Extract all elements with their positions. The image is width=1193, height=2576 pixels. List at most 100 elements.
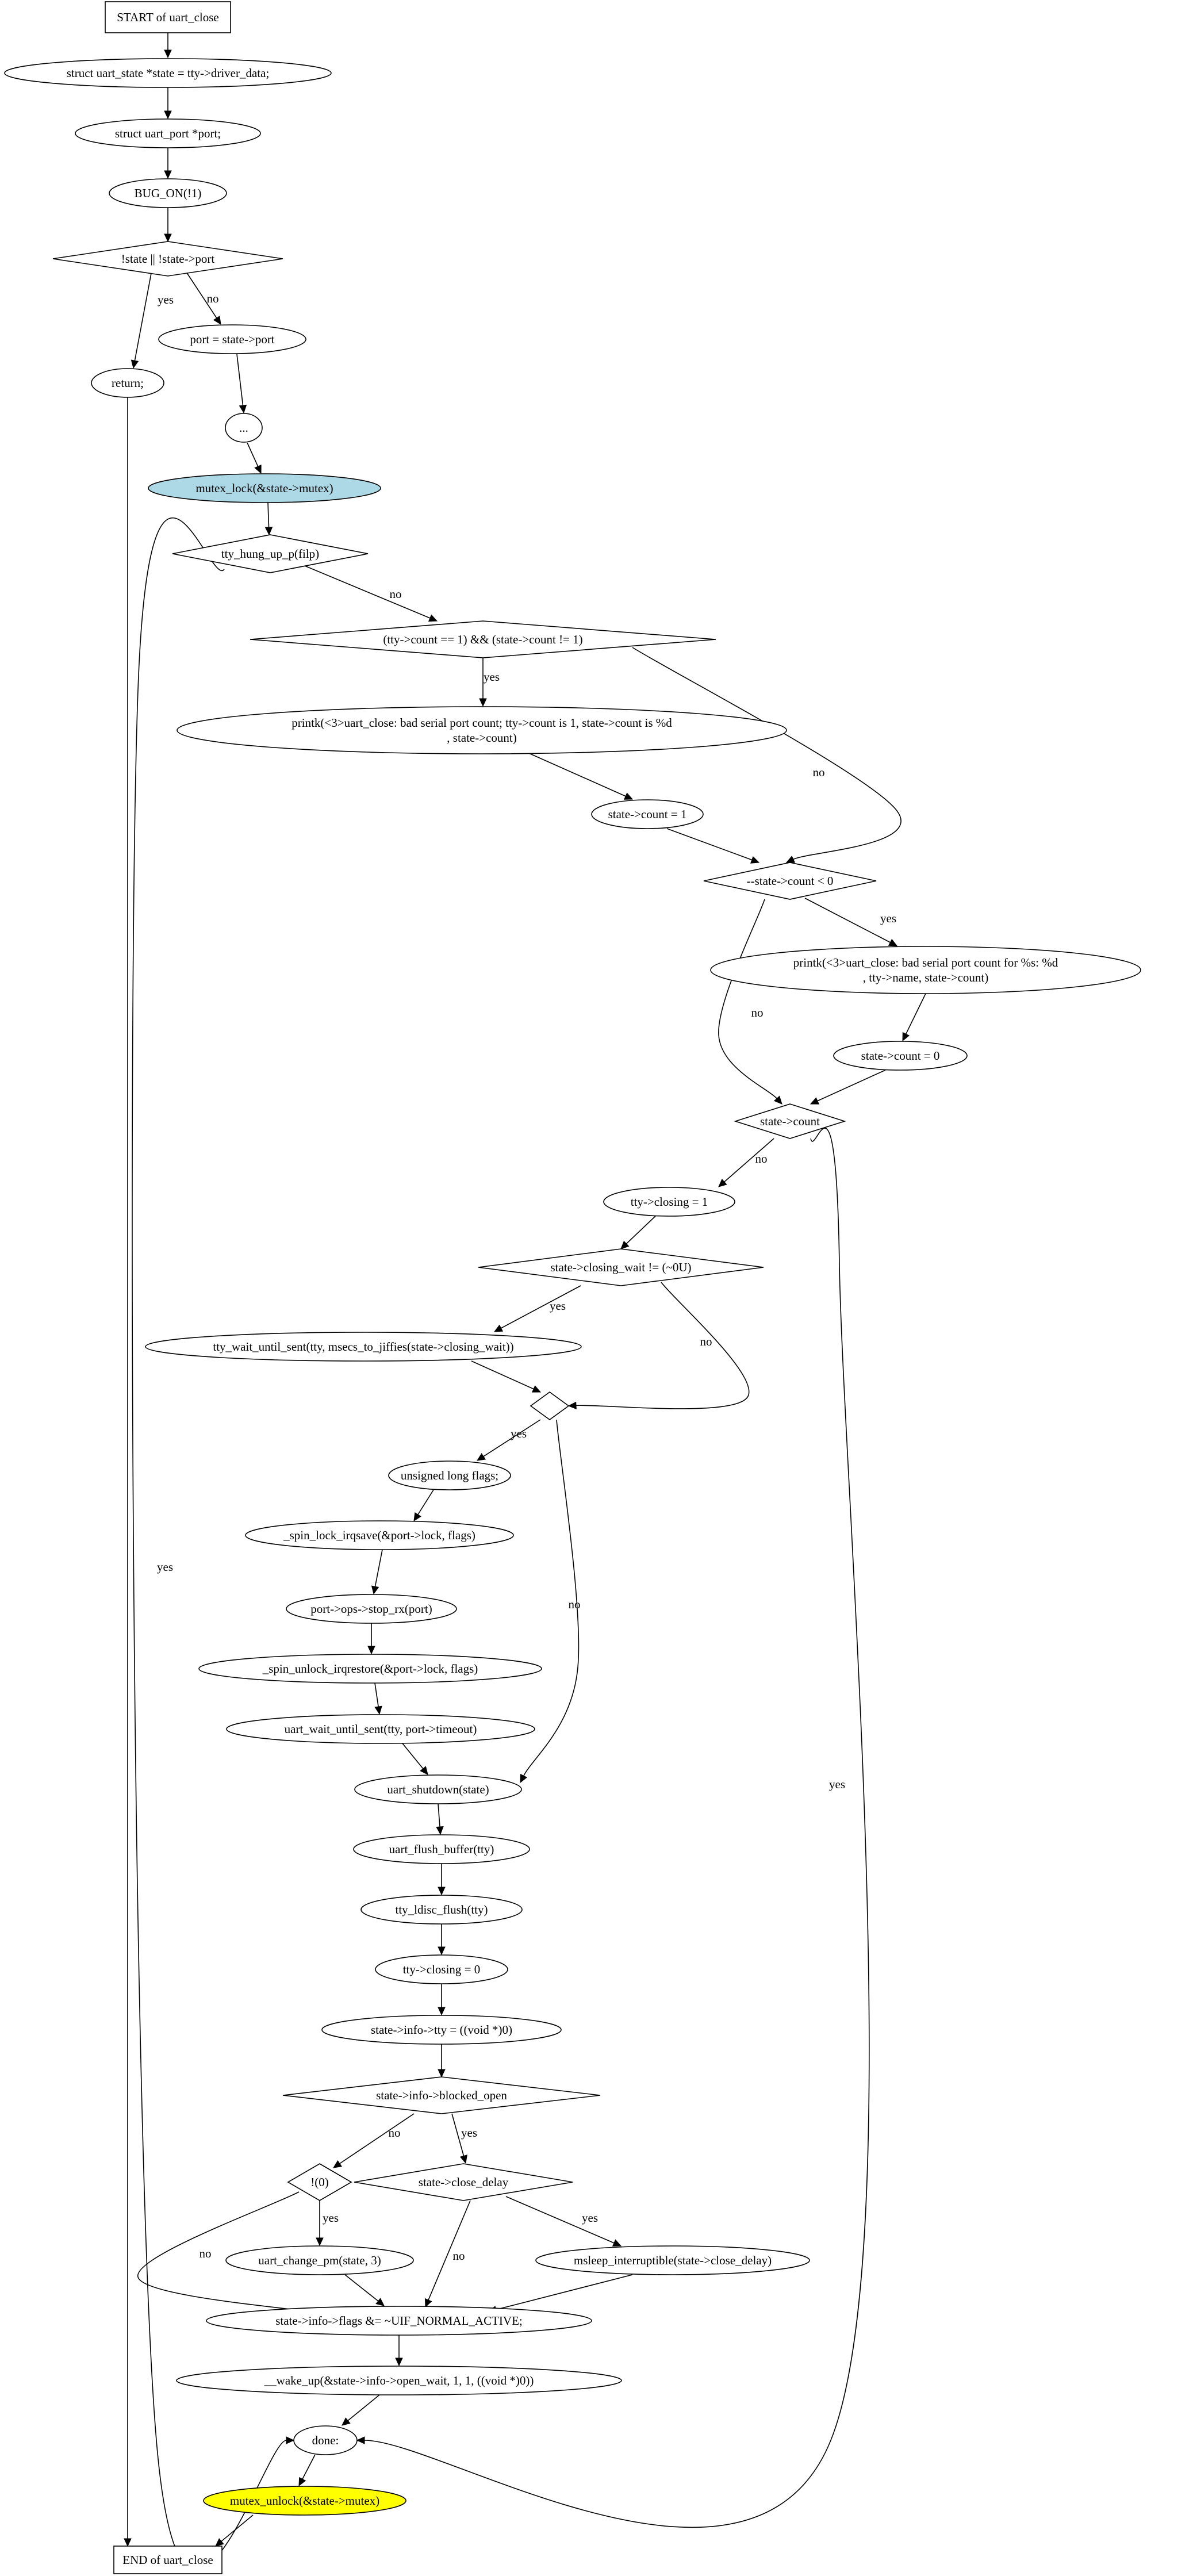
node-label: mutex_lock(&state->mutex): [195, 481, 333, 495]
node-n1: struct uart_state *state = tty->driver_d…: [4, 58, 332, 88]
node-n23: __wake_up(&state->info->open_wait, 1, 1,…: [176, 2366, 622, 2395]
node-label: tty->closing = 0: [403, 1962, 481, 1976]
edge-label: yes: [829, 1777, 845, 1791]
node-ret: return;: [91, 368, 164, 398]
edge-label: yes: [880, 911, 896, 925]
edge-line: [185, 270, 217, 319]
ellipse-shape: [360, 1895, 523, 1925]
diamond-shape: [703, 862, 877, 900]
box-shape: [105, 1, 231, 33]
arrow-head: [164, 233, 172, 243]
node-label: uart_wait_until_sent(tty, port->timeout): [285, 1722, 477, 1736]
ellipse-shape: [710, 946, 1141, 994]
arrow-head: [375, 2298, 385, 2306]
arrow-head: [164, 170, 172, 179]
node-label: unsigned long flags;: [401, 1469, 498, 1482]
node-label: printk(<3>uart_close: bad serial port co…: [291, 716, 672, 730]
arrow-head: [356, 2436, 365, 2444]
edge-n2-to-n3: [164, 148, 172, 179]
edge-n14-to-n15: [402, 1743, 428, 1775]
ellipse-shape: [245, 1520, 514, 1550]
edge-line: [523, 1419, 580, 1776]
arrow-head: [367, 1646, 375, 1655]
arrow-head: [459, 2155, 467, 2164]
ellipse-shape: [321, 2015, 562, 2045]
node-label: BUG_ON(!1): [135, 186, 202, 200]
edge-d2-to-d3: [304, 565, 438, 622]
node-d9: !(0): [287, 2163, 352, 2201]
edge-n5-to-lock: [247, 442, 262, 474]
diamond-shape: [250, 620, 716, 658]
node-d4: --state->count < 0: [703, 862, 877, 900]
node-label: tty->closing = 1: [631, 1195, 708, 1209]
edge-n1-to-n2: [164, 87, 172, 120]
node-d2: tty_hung_up_p(filp): [172, 534, 369, 573]
diamond-shape: [52, 241, 283, 277]
arrow-head: [438, 2069, 446, 2078]
edge-n8-to-d6: [620, 1216, 656, 1249]
edge-p1-to-n6: [528, 753, 634, 800]
arrow-head: [374, 1705, 382, 1715]
node-n12: port->ops->stop_rx(port): [286, 1594, 457, 1624]
edge-line: [364, 1128, 870, 2528]
arrow-head: [476, 1452, 486, 1461]
node-label: printk(<3>uart_close: bad serial port co…: [793, 956, 1058, 969]
ellipse-shape: [75, 118, 261, 148]
arrow-head: [124, 2538, 132, 2547]
ellipse-shape: [206, 2306, 592, 2336]
ellipse-shape: [226, 1714, 535, 1744]
node-label: done:: [312, 2433, 339, 2447]
node-n7: state->count = 0: [833, 1041, 968, 1071]
edge-n19-to-d8: [438, 2044, 446, 2078]
node-label: state->count: [760, 1114, 820, 1128]
edge-label: yes: [157, 1560, 173, 1574]
edge-label: no: [569, 1597, 581, 1611]
node-n4: port = state->port: [158, 324, 306, 354]
edge-done-to-unlock: [298, 2454, 316, 2487]
arrow-head: [773, 1095, 782, 1105]
diamond-shape: [478, 1248, 764, 1286]
edge-label: no: [207, 292, 219, 305]
arrow-head: [213, 315, 221, 325]
edge-line: [302, 2454, 316, 2479]
ellipse-shape: [198, 1654, 542, 1684]
edge-d8-to-d9: [333, 2113, 415, 2168]
ellipse-shape: [375, 1954, 508, 1984]
node-label: tty_ldisc_flush(tty): [396, 1903, 488, 1916]
arrow-head: [131, 359, 139, 369]
node-label: state->closing_wait != (~0U): [551, 1260, 692, 1274]
arrow-head: [520, 1773, 528, 1784]
node-p1: printk(<3>uart_close: bad serial port co…: [177, 706, 787, 754]
edge-d6-to-n9: [493, 1285, 581, 1332]
node-label: , state->count): [447, 731, 516, 745]
edge-d7-to-n10: [476, 1419, 541, 1461]
edge-d4-to-p2: [804, 898, 898, 946]
edge-line: [528, 753, 626, 797]
edge-d9-to-n20: [316, 2201, 324, 2247]
node-n16: uart_flush_buffer(tty): [353, 1834, 530, 1864]
edge-n23-to-done: [342, 2394, 380, 2426]
edge-line: [137, 2191, 332, 2316]
node-label: state->info->blocked_open: [376, 2088, 507, 2102]
edge-line: [247, 442, 259, 467]
edge-line: [304, 565, 431, 619]
ellipse-shape: [293, 2425, 358, 2455]
arrow-head: [264, 527, 273, 536]
edge-line: [451, 2113, 465, 2156]
node-label: state->info->flags &= ~UIF_NORMAL_ACTIVE…: [275, 2314, 523, 2328]
edge-d7-to-n15: [520, 1419, 580, 1784]
node-d1: !state || !state->port: [52, 241, 283, 277]
edge-line: [905, 993, 926, 1034]
node-n9: tty_wait_until_sent(tty, msecs_to_jiffie…: [145, 1332, 582, 1362]
ellipse-shape: [203, 2486, 406, 2516]
ellipse-shape: [388, 1460, 511, 1490]
edge-n11-to-n12: [371, 1549, 383, 1595]
edge-label: no: [755, 1152, 768, 1166]
node-d10: state->close_delay: [354, 2163, 573, 2201]
node-label: , tty->name, state->count): [863, 971, 988, 984]
arrow-head: [902, 1032, 910, 1042]
node-n3: BUG_ON(!1): [109, 178, 227, 208]
node-start: START of uart_close: [105, 1, 231, 33]
